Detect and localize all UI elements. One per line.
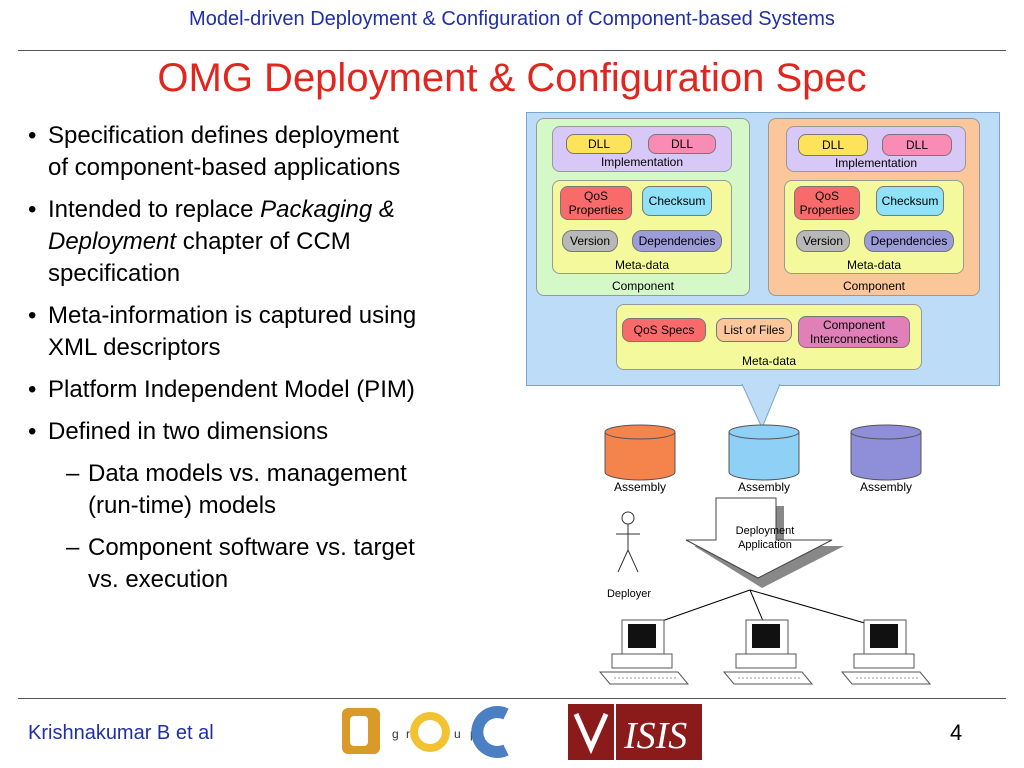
- list-of-files-pill: List of Files: [716, 318, 792, 342]
- isis-logo: ISIS: [568, 704, 702, 760]
- checksum-pill: Checksum: [876, 186, 944, 216]
- footer-rule: [18, 698, 1006, 699]
- dll-pill: DLL: [798, 134, 868, 156]
- metadata-label: Meta-data: [741, 354, 797, 368]
- package-callout-pointer: [741, 384, 781, 430]
- dll-pill: DLL: [648, 134, 716, 154]
- deployer-label: Deployer: [606, 588, 652, 600]
- implementation-label: Implementation: [600, 155, 684, 169]
- deployer-person-icon: [616, 511, 640, 573]
- slide-header: Model-driven Deployment & Configuration …: [189, 8, 835, 30]
- dependencies-pill: Dependencies: [864, 230, 954, 252]
- assembly-cylinder-icon: [604, 424, 676, 481]
- slide-title: OMG Deployment & Configuration Spec: [157, 56, 867, 100]
- svg-text:g: g: [392, 727, 399, 741]
- svg-text:ISIS: ISIS: [623, 715, 687, 757]
- computer-icon: [840, 619, 932, 685]
- computer-icon: [598, 619, 690, 685]
- implementation-label: Implementation: [834, 156, 918, 170]
- assembly-cylinder-icon: [850, 424, 922, 481]
- footer-author: Krishnakumar B et al: [28, 722, 214, 744]
- bullet-item: Intended to replace Packaging &Deploymen…: [26, 194, 506, 290]
- version-pill: Version: [796, 230, 850, 252]
- dependencies-pill: Dependencies: [632, 230, 722, 252]
- sub-bullet-item: Data models vs. management(run-time) mod…: [26, 458, 506, 522]
- metadata-label: Meta-data: [846, 258, 902, 272]
- header-rule: [18, 50, 1006, 51]
- dll-pill: DLL: [566, 134, 632, 154]
- svg-text:u: u: [454, 727, 461, 741]
- bullet-item: Defined in two dimensions: [26, 416, 506, 448]
- svg-text:r: r: [406, 727, 410, 741]
- assembly-label: Assembly: [737, 480, 790, 494]
- qos-specs-pill: QoS Specs: [622, 318, 706, 342]
- assembly-label: Assembly: [859, 480, 912, 494]
- bullet-item: Platform Independent Model (PIM): [26, 374, 506, 406]
- version-pill: Version: [562, 230, 618, 252]
- doc-group-logo: g r u p: [342, 706, 509, 758]
- checksum-pill: Checksum: [642, 186, 712, 216]
- computer-icon: [722, 619, 814, 685]
- assembly-cylinder-icon: [728, 424, 800, 481]
- assembly-label: Assembly: [613, 480, 666, 494]
- deployment-arrow-icon: [685, 497, 844, 588]
- metadata-label: Meta-data: [614, 258, 670, 272]
- dll-pill: DLL: [882, 134, 952, 156]
- component-label: Component: [611, 279, 675, 293]
- page-number: 4: [950, 720, 963, 745]
- component-label: Component: [842, 279, 906, 293]
